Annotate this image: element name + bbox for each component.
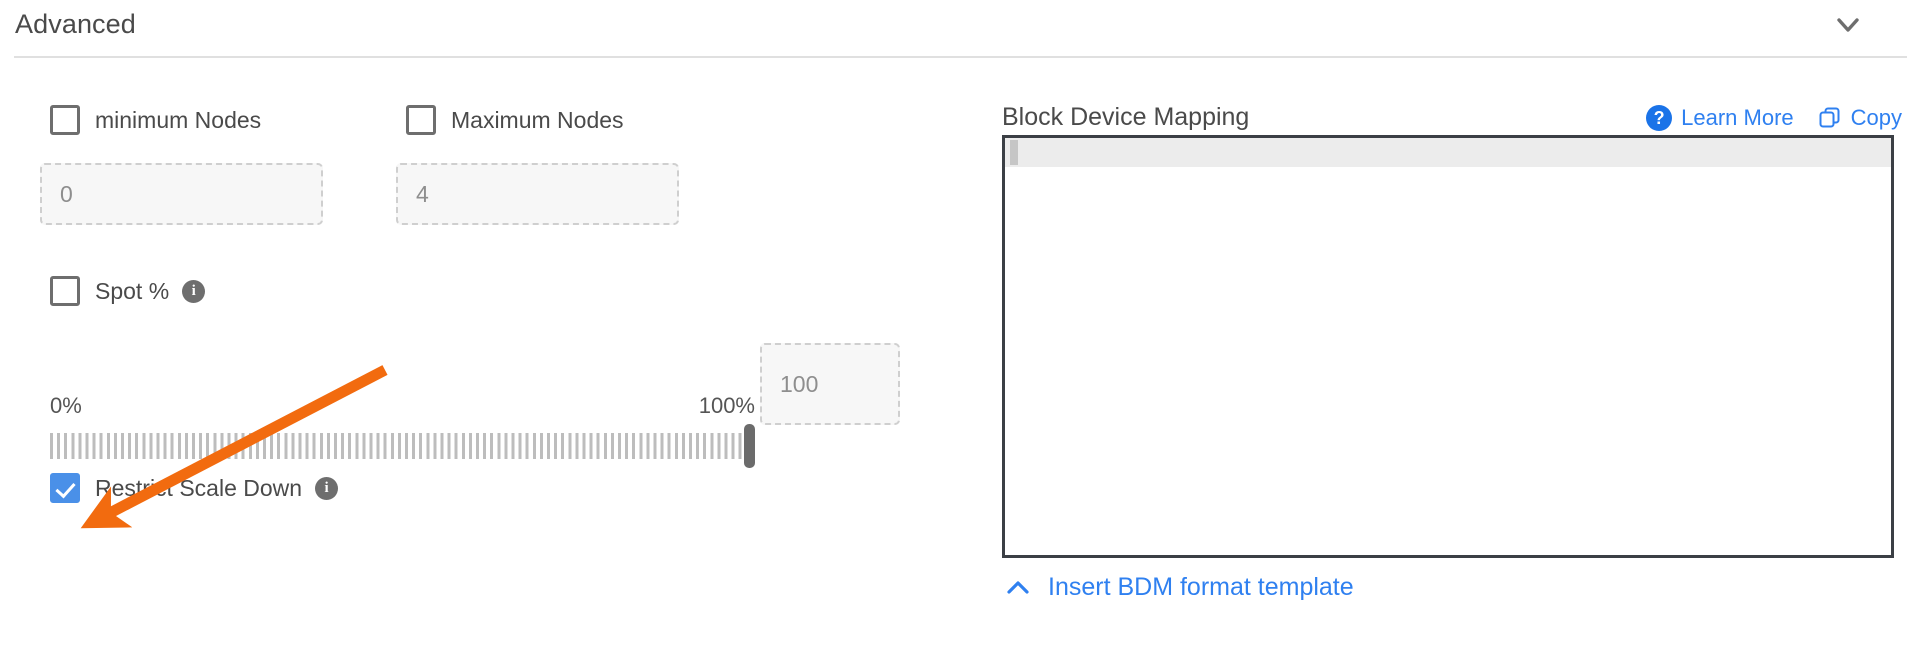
copy-label: Copy xyxy=(1850,105,1902,130)
chevron-down-icon[interactable] xyxy=(1831,8,1865,42)
block-device-mapping-title: Block Device Mapping xyxy=(1002,103,1250,131)
spot-percent-value-input[interactable]: 100 xyxy=(760,343,900,425)
code-editor-gutter-marker xyxy=(1010,140,1018,165)
restrict-scale-down-label: Restrict Scale Down xyxy=(95,474,303,501)
minimum-nodes-label: minimum Nodes xyxy=(95,106,262,133)
slider-track[interactable] xyxy=(50,433,750,459)
minimum-nodes-input[interactable]: 0 xyxy=(40,163,323,225)
block-device-mapping-panel: Block Device Mapping ? Learn More Copy xyxy=(990,58,1920,656)
maximum-nodes-row: Maximum Nodes xyxy=(406,105,624,135)
chevron-up-icon xyxy=(1004,574,1032,602)
restrict-scale-down-info-icon[interactable]: i xyxy=(315,476,339,500)
maximum-nodes-checkbox[interactable] xyxy=(406,105,436,135)
spot-percent-label: Spot % xyxy=(95,277,170,304)
page-title: Advanced xyxy=(15,9,136,39)
insert-bdm-template-label: Insert BDM format template xyxy=(1048,573,1354,601)
minimum-nodes-row: minimum Nodes xyxy=(50,105,261,135)
header-divider xyxy=(14,56,1907,58)
spot-percent-info-icon[interactable]: i xyxy=(182,279,206,303)
minimum-nodes-checkbox[interactable] xyxy=(50,105,80,135)
bdm-code-editor[interactable] xyxy=(1002,135,1894,558)
advanced-section-header[interactable]: Advanced xyxy=(0,0,1920,58)
learn-more-link[interactable]: ? Learn More xyxy=(1646,105,1794,131)
maximum-nodes-input[interactable]: 4 xyxy=(396,163,679,225)
maximum-nodes-label: Maximum Nodes xyxy=(451,106,624,133)
copy-icon xyxy=(1818,106,1842,130)
question-mark-icon: ? xyxy=(1646,105,1673,131)
spot-percent-slider[interactable]: 0% 100% xyxy=(50,393,755,483)
copy-button[interactable]: Copy xyxy=(1818,105,1902,131)
slider-max-label: 100% xyxy=(698,393,755,418)
spot-percent-row: Spot % i xyxy=(50,276,206,306)
bdm-actions: ? Learn More Copy xyxy=(1646,105,1902,131)
restrict-scale-down-row: Restrict Scale Down i xyxy=(50,473,339,503)
slider-min-label: 0% xyxy=(50,393,82,418)
slider-thumb[interactable] xyxy=(744,424,755,468)
learn-more-label: Learn More xyxy=(1681,105,1794,130)
insert-bdm-template-link[interactable]: Insert BDM format template xyxy=(1004,573,1354,602)
restrict-scale-down-checkbox[interactable] xyxy=(50,473,80,503)
code-editor-header xyxy=(1005,138,1891,167)
advanced-left-panel: minimum Nodes 0 Maximum Nodes 4 Spot % i… xyxy=(0,58,980,656)
spot-percent-checkbox[interactable] xyxy=(50,276,80,306)
